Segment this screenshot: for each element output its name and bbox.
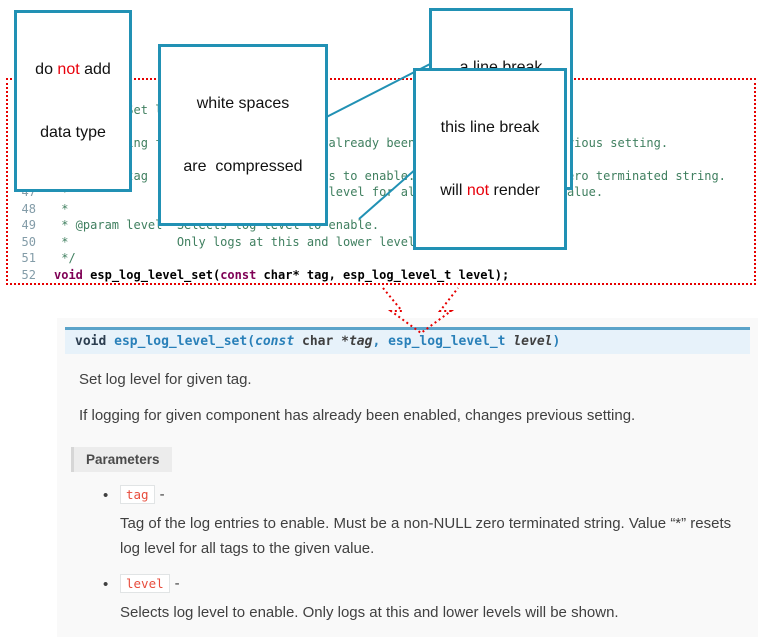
- code-line: 49 * @param level Selects log level to e…: [10, 217, 754, 234]
- signature-segment: esp_log_level_t: [388, 334, 514, 349]
- callout-line: do not add: [25, 59, 121, 80]
- param-item: • tag- Tag of the log entries to enable. M…: [103, 485, 758, 561]
- callout-text-red: not: [57, 61, 80, 78]
- callout-text: add: [79, 61, 111, 78]
- code-segment: * If logging for given component has alr…: [54, 135, 669, 150]
- rendered-docs-panel: void esp_log_level_set(const char *tag, …: [57, 318, 758, 637]
- code-line: 52 void esp_log_level_set(const char* tag…: [10, 267, 754, 284]
- line-number: 51: [21, 251, 36, 265]
- signature-segment: esp_log_level_set: [114, 334, 248, 349]
- callout-line: white spaces: [196, 95, 290, 112]
- line-number: 49: [21, 218, 36, 232]
- code-text: * @param tag Tag of the log entries to e…: [54, 169, 726, 183]
- signature-segment: void: [75, 334, 115, 349]
- callout-text: will: [440, 182, 467, 199]
- bullet-icon: •: [103, 576, 109, 593]
- callout-text-red: not: [466, 182, 490, 199]
- param-name-chip: level: [120, 574, 170, 593]
- code-line: 50 * Only logs at this and lower levels …: [10, 234, 754, 251]
- code-text: *: [54, 202, 68, 216]
- code-segment: const: [220, 267, 257, 282]
- line-number: 48: [21, 201, 36, 216]
- code-text: */: [54, 251, 76, 265]
- function-signature: void esp_log_level_set(const char *tag, …: [65, 327, 750, 354]
- signature-segment: level: [513, 334, 553, 349]
- callout-no-datatype: do not add data type: [14, 10, 132, 192]
- code-segment: */: [54, 251, 76, 265]
- code-text: * If logging for given component has alr…: [54, 136, 668, 150]
- code-line: 51 */: [10, 250, 754, 267]
- callout-line: data type: [40, 124, 106, 141]
- code-segment: *: [54, 201, 69, 216]
- signature-segment: *tag: [341, 334, 373, 349]
- param-name-chip: tag: [120, 485, 155, 504]
- signature-segment: const: [255, 334, 295, 349]
- bullet-icon: •: [103, 487, 109, 504]
- callout-text: do: [35, 61, 58, 78]
- params-list: •tag-Tag of the log entries to enable. M…: [57, 485, 758, 625]
- code-segment: esp_log_level_set: [90, 267, 213, 282]
- signature-segment: ): [552, 334, 561, 349]
- code-text: void esp_log_level_set(const char* tag, …: [54, 268, 509, 282]
- param-description: Tag of the log entries to enable. Must b…: [120, 515, 732, 557]
- code-segment: (: [212, 267, 221, 282]
- detail-text: If logging for given component has alrea…: [79, 407, 636, 424]
- signature-segment: ,: [372, 334, 389, 349]
- code-line: 48 *: [10, 201, 754, 218]
- param-separator: -: [159, 486, 165, 503]
- param-item: • level- Selects log level to enable. Only…: [103, 574, 758, 625]
- signature-segment: char: [294, 334, 342, 349]
- callout-text: render: [489, 182, 540, 199]
- param-separator: -: [174, 575, 180, 592]
- callout-line: will not render: [424, 180, 556, 201]
- line-number: 50: [21, 234, 36, 249]
- line-number: 52: [21, 267, 36, 282]
- code-segment: * @param tag Tag of the log entries to e…: [54, 168, 726, 183]
- code-segment: char* tag, esp_log_level_t level);: [256, 267, 510, 282]
- brief-text: Set log level for given tag.: [79, 371, 252, 388]
- callout-break-norender: this line break will not render: [413, 68, 567, 250]
- param-description: Selects log level to enable. Only logs a…: [120, 604, 619, 621]
- parameters-label: Parameters: [71, 447, 172, 472]
- callout-line: are compressed: [183, 158, 303, 175]
- callout-whitespace: white spaces are compressed: [158, 44, 328, 226]
- code-segment: void: [54, 267, 83, 282]
- callout-line: this line break: [440, 119, 540, 136]
- signature-segment: (: [247, 334, 256, 349]
